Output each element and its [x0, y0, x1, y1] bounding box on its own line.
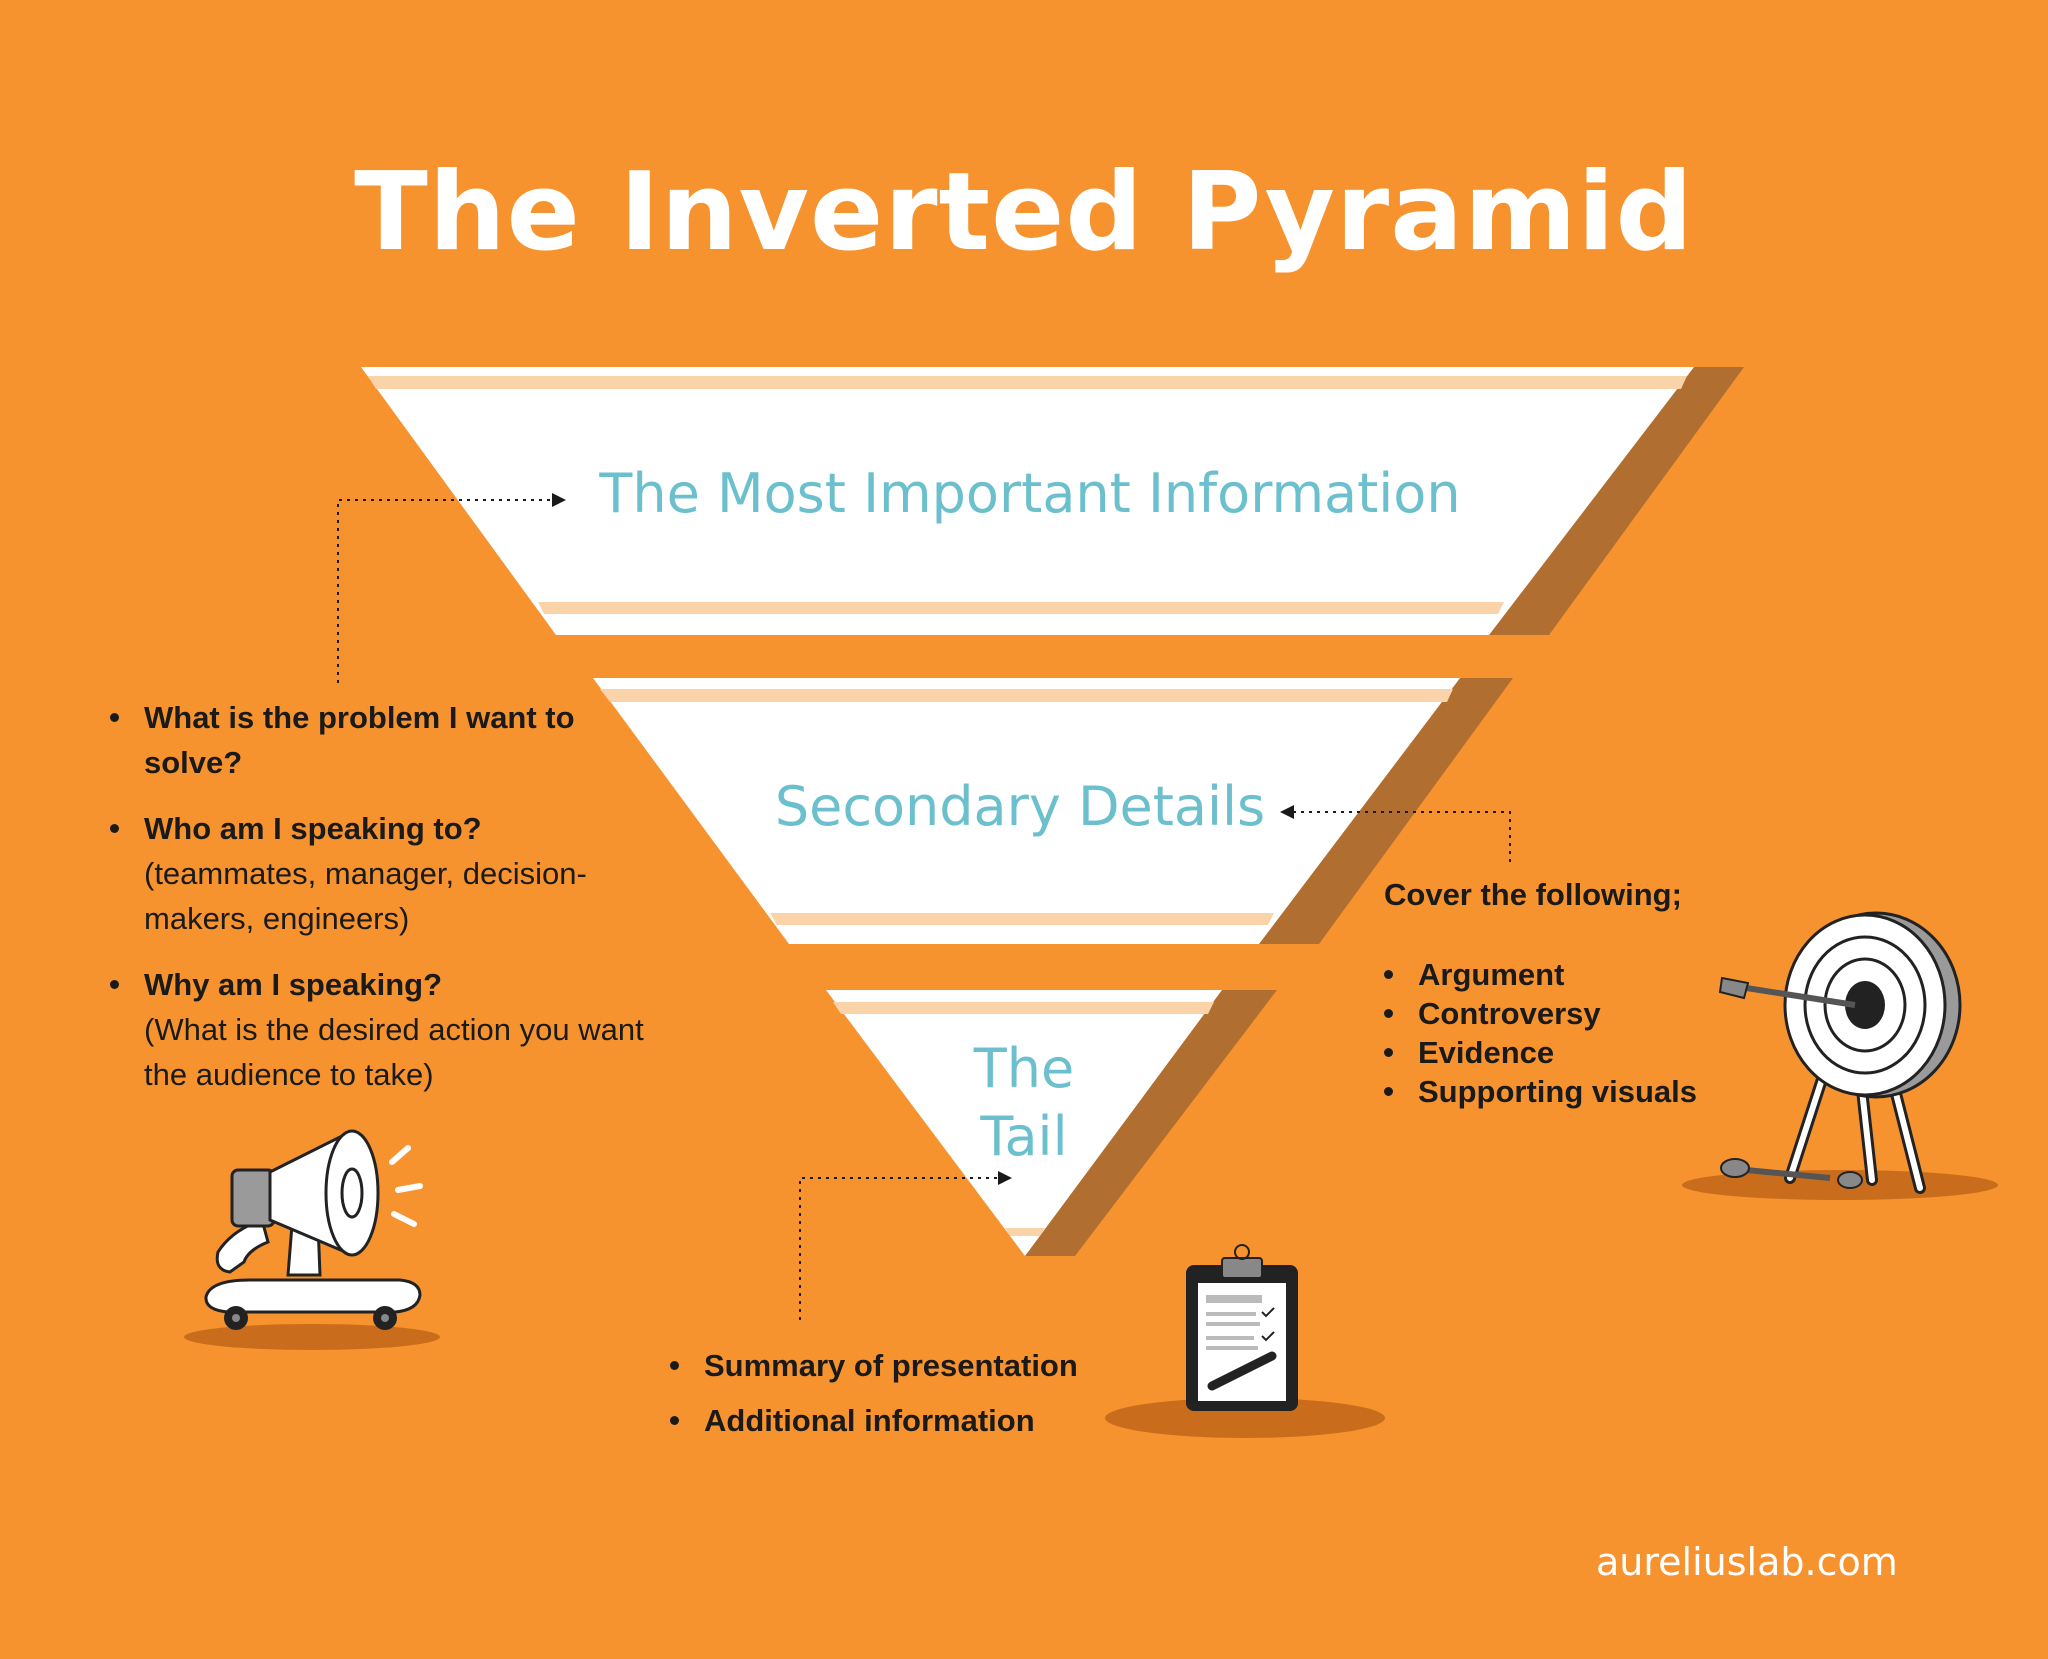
right-note-item: Evidence [1384, 1033, 1697, 1072]
right-note-item: Controversy [1384, 994, 1697, 1033]
tier-label-middle: Secondary Details [720, 775, 1320, 838]
left-note-item: Why am I speaking? (What is the desired … [110, 962, 670, 1097]
tier-label-bottom: The Tail [924, 1035, 1124, 1171]
connector-arrow-bottom [800, 1178, 1000, 1320]
tier-label-bottom-line-1: The [924, 1035, 1124, 1103]
bottom-note-item: Additional information [670, 1393, 1078, 1448]
left-note-detail: (What is the desired action you want the… [144, 1007, 670, 1097]
bottom-note-item: Summary of presentation [670, 1338, 1078, 1393]
left-notes-list: What is the problem I want to solve? Who… [110, 695, 670, 1118]
tier-label-top: The Most Important Information [560, 462, 1500, 525]
megaphone-skateboard-icon [184, 1131, 440, 1350]
left-note-item: Who am I speaking to? (teammates, manage… [110, 806, 670, 941]
left-note-question: What is the problem I want to solve? [144, 695, 670, 785]
left-note-question: Why am I speaking? [144, 962, 670, 1007]
bottom-notes-list: Summary of presentation Additional infor… [670, 1338, 1078, 1448]
tier-label-bottom-line-2: Tail [924, 1103, 1124, 1171]
left-note-question: Who am I speaking to? [144, 806, 670, 851]
footer-url: aureliuslab.com [1596, 1540, 1898, 1584]
right-notes-intro: Cover the following; [1384, 877, 1682, 913]
right-notes-list: Argument Controversy Evidence Supporting… [1384, 955, 1697, 1111]
left-note-detail: (teammates, manager, decision-makers, en… [144, 851, 670, 941]
page-title: The Inverted Pyramid [0, 150, 2048, 275]
right-note-item: Argument [1384, 955, 1697, 994]
clipboard-icon [1105, 1245, 1385, 1438]
dartboard-target-icon [1682, 913, 1998, 1200]
left-note-item: What is the problem I want to solve? [110, 695, 670, 785]
right-note-item: Supporting visuals [1384, 1072, 1697, 1111]
